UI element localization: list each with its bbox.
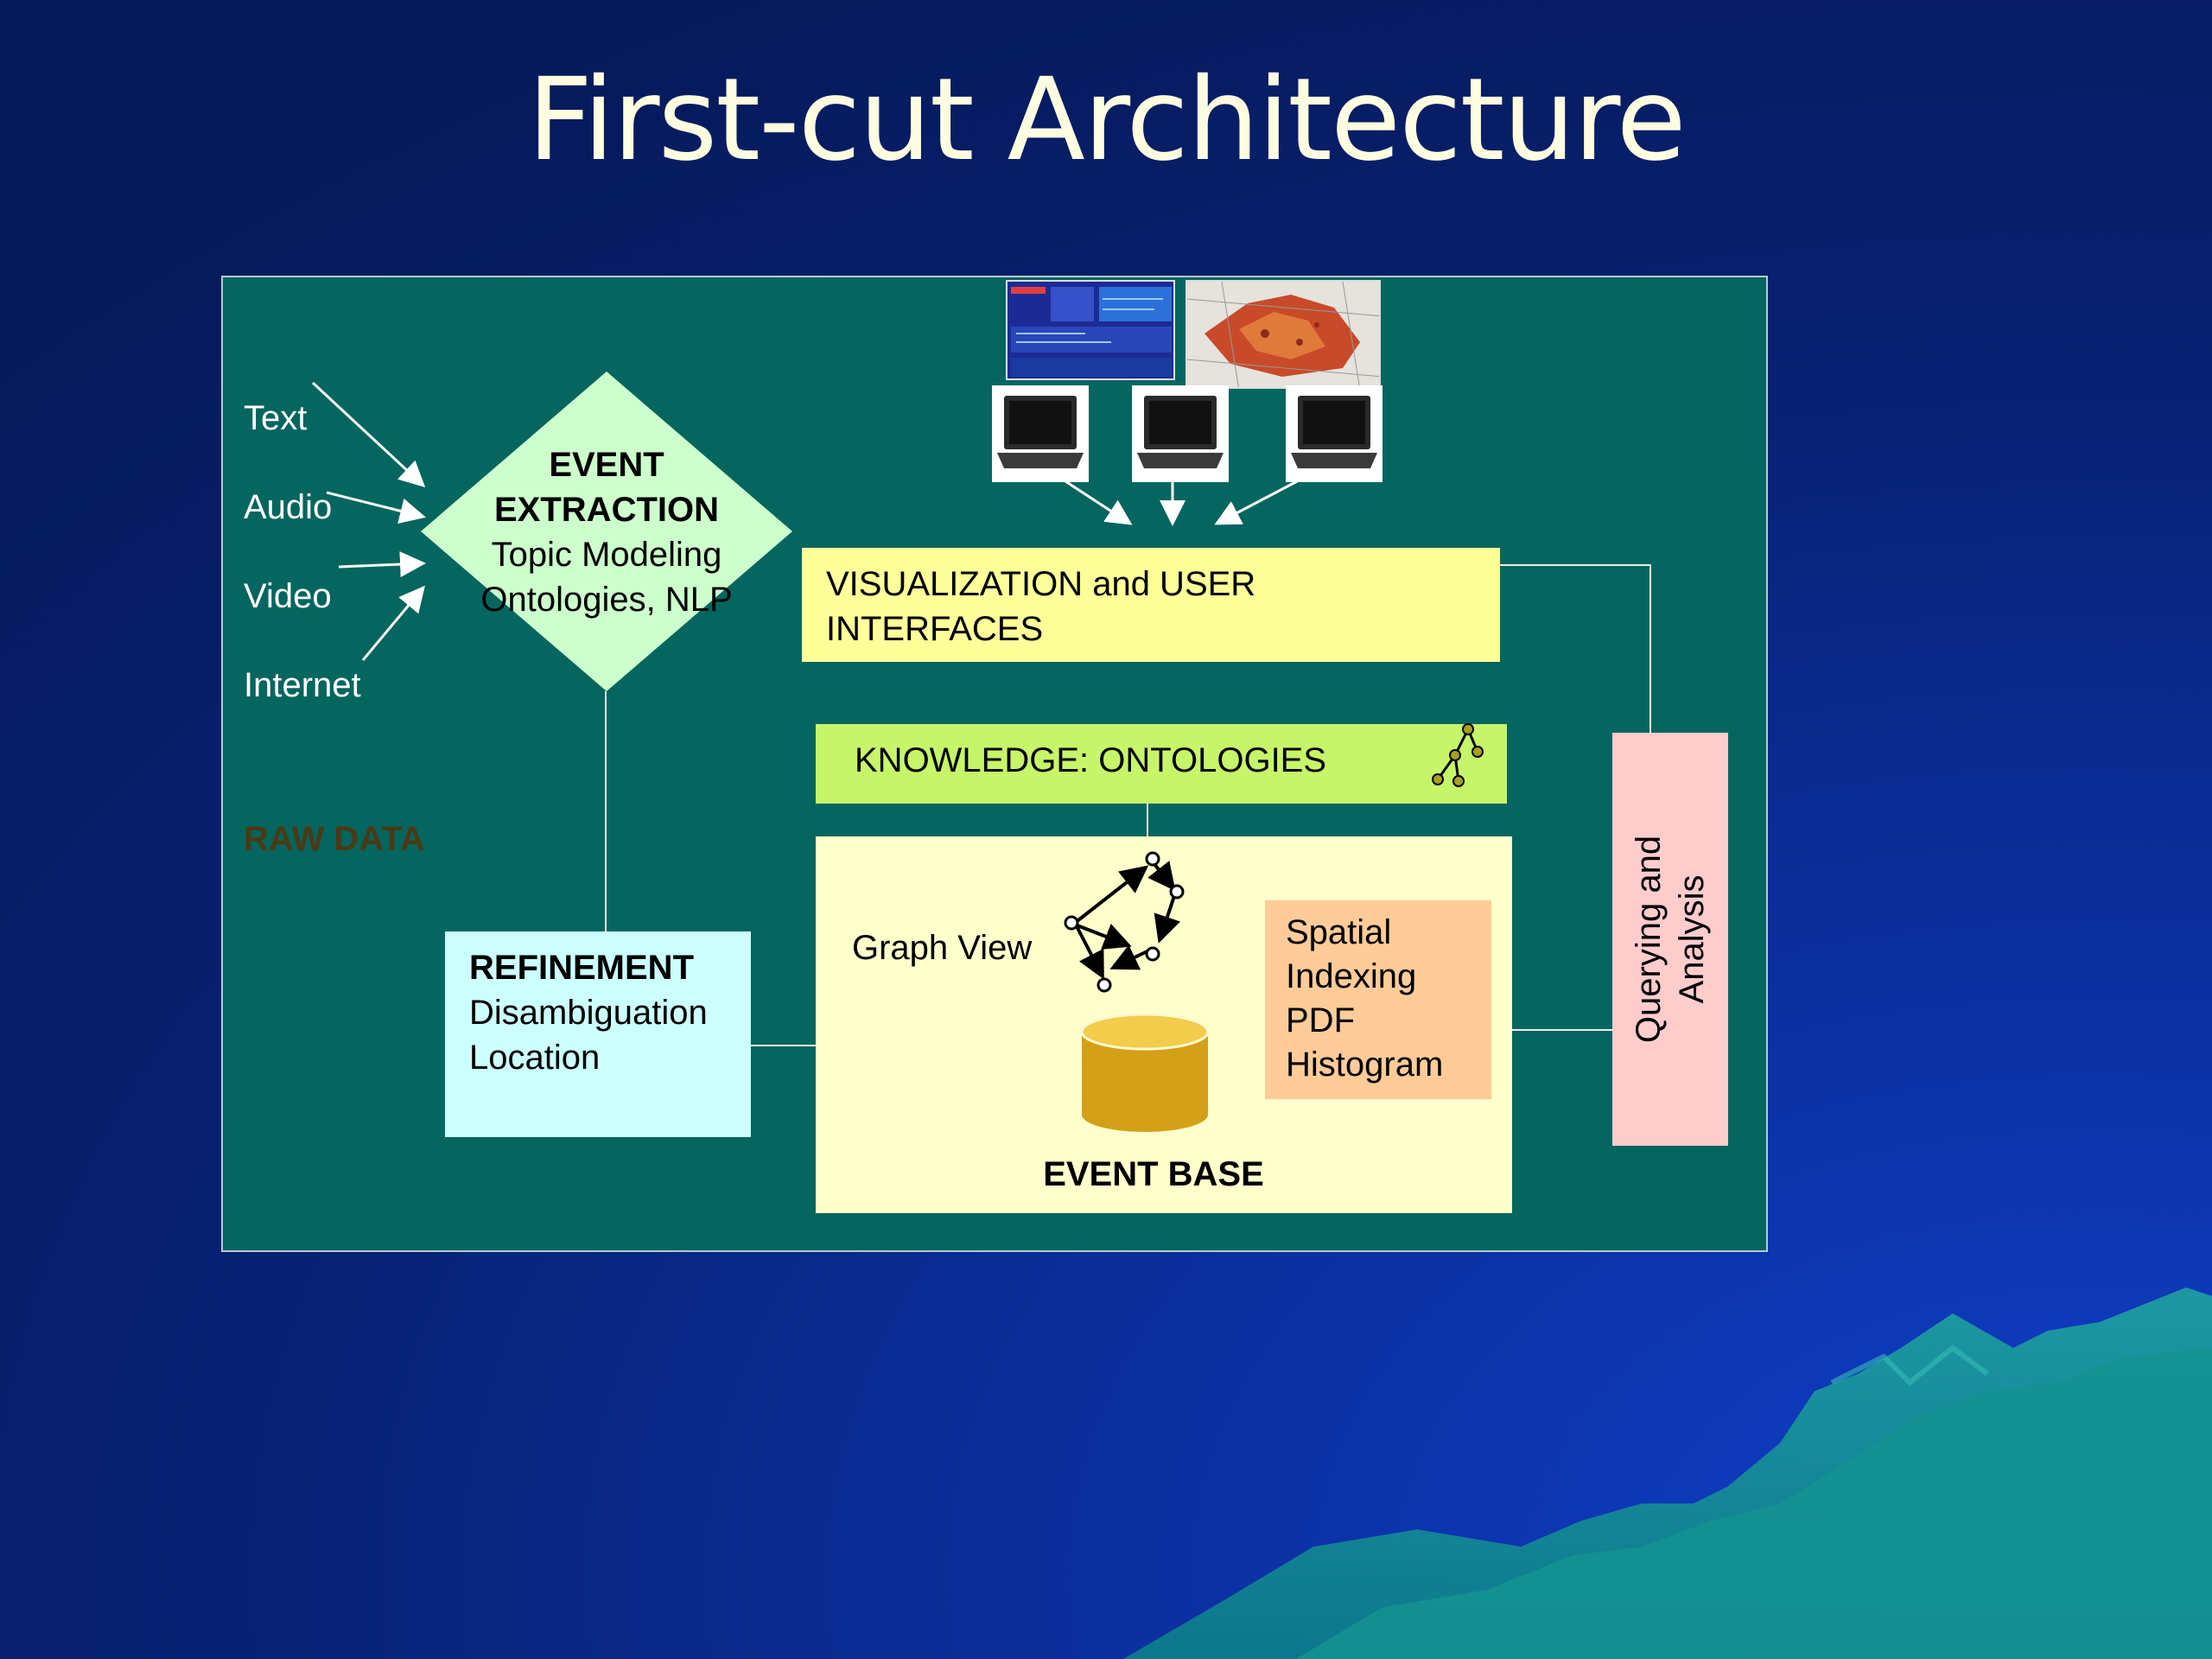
input-video-label: Video	[244, 577, 332, 615]
map-screenshot	[1185, 280, 1381, 389]
knowledge-box: KNOWLEDGE: ONTOLOGIES	[816, 723, 1507, 804]
input-audio-label: Audio	[244, 488, 333, 526]
refinement-box: REFINEMENT Disambiguation Location	[445, 931, 751, 1137]
spatial-line-4: Histogram	[1286, 1046, 1444, 1084]
refinement-title: REFINEMENT	[469, 949, 694, 987]
laptop-icon	[1286, 385, 1382, 482]
event-extraction-topic: Topic Modeling	[491, 536, 722, 574]
input-internet-label: Internet	[244, 666, 361, 704]
querying-line-1: Querying and	[1630, 835, 1668, 1044]
graph-view-label: Graph View	[852, 929, 1033, 967]
event-extraction-diamond	[421, 372, 792, 691]
event-extraction-title-1: EVENT	[549, 446, 664, 484]
refinement-line-3: Location	[469, 1039, 601, 1077]
spatial-line-3: PDF	[1286, 1001, 1355, 1039]
raw-data-label: RAW DATA	[244, 820, 425, 858]
laptop-icon	[992, 385, 1089, 482]
slide-title: First-cut Architecture	[527, 54, 1687, 187]
laptop-icon	[1132, 385, 1229, 482]
querying-text: Querying and Analysis	[1627, 758, 1713, 1121]
querying-line-2: Analysis	[1673, 874, 1711, 1004]
database-icon	[1080, 1013, 1210, 1132]
spatial-line-1: Spatial	[1286, 913, 1392, 951]
event-extraction-text: EVENT EXTRACTION Topic Modeling Ontologi…	[421, 442, 792, 622]
interface-screenshot-1	[1006, 280, 1175, 380]
input-text-label: Text	[244, 399, 308, 437]
refinement-line-2: Disambiguation	[469, 994, 708, 1032]
visualization-box: VISUALIZATION and USER INTERFACES	[802, 548, 1500, 662]
event-extraction-ontologies: Ontologies, NLP	[480, 581, 733, 619]
knowledge-label: KNOWLEDGE: ONTOLOGIES	[855, 741, 1327, 779]
graph-icon	[1064, 851, 1185, 993]
spatial-line-2: Indexing	[1286, 957, 1417, 995]
visualization-line-1: VISUALIZATION and USER	[826, 565, 1256, 603]
querying-box	[1612, 733, 1728, 1146]
event-base-label: EVENT BASE	[1043, 1155, 1264, 1193]
event-extraction-title-2: EXTRACTION	[494, 491, 719, 529]
spatial-box: Spatial Indexing PDF Histogram	[1265, 900, 1491, 1099]
visualization-line-2: INTERFACES	[826, 610, 1044, 648]
tree-icon	[1432, 723, 1484, 787]
